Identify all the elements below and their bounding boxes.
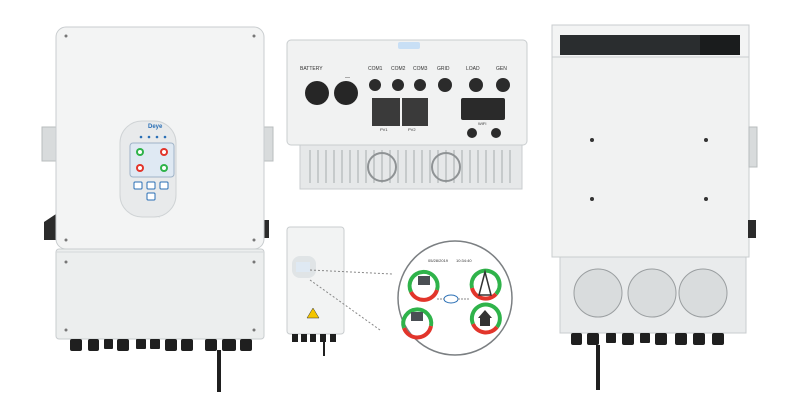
back-inverter <box>551 24 758 390</box>
home-load-icon <box>478 310 492 318</box>
solar-panel-icon <box>418 276 430 285</box>
battery-icon <box>411 312 423 321</box>
port-label-com3: COM3 <box>413 66 428 72</box>
inverter-bottom-panel <box>286 39 528 190</box>
screen-zoom-circle <box>397 240 513 356</box>
port-label-com1: COM1 <box>368 66 383 72</box>
screen-date: 05/28/2019 <box>428 258 449 263</box>
pv1-label: PV1 <box>380 127 388 132</box>
port-label-load: LOAD <box>466 66 480 72</box>
pv2-label: PV2 <box>408 127 416 132</box>
grid-tower-icon <box>478 269 492 296</box>
battery-negative-sign: — <box>345 75 350 81</box>
brand-logo: Deye <box>148 124 163 130</box>
port-label-com2: COM2 <box>391 66 406 72</box>
small-inverter <box>286 226 393 356</box>
port-label-grid: GRID <box>437 66 450 72</box>
port-label-gen: GEN <box>496 66 507 72</box>
port-label-battery: BATTERY <box>300 66 323 72</box>
screen-time: 10:34:40 <box>456 258 472 263</box>
wifi-label: WIFI <box>478 121 487 126</box>
front-inverter <box>41 26 274 392</box>
